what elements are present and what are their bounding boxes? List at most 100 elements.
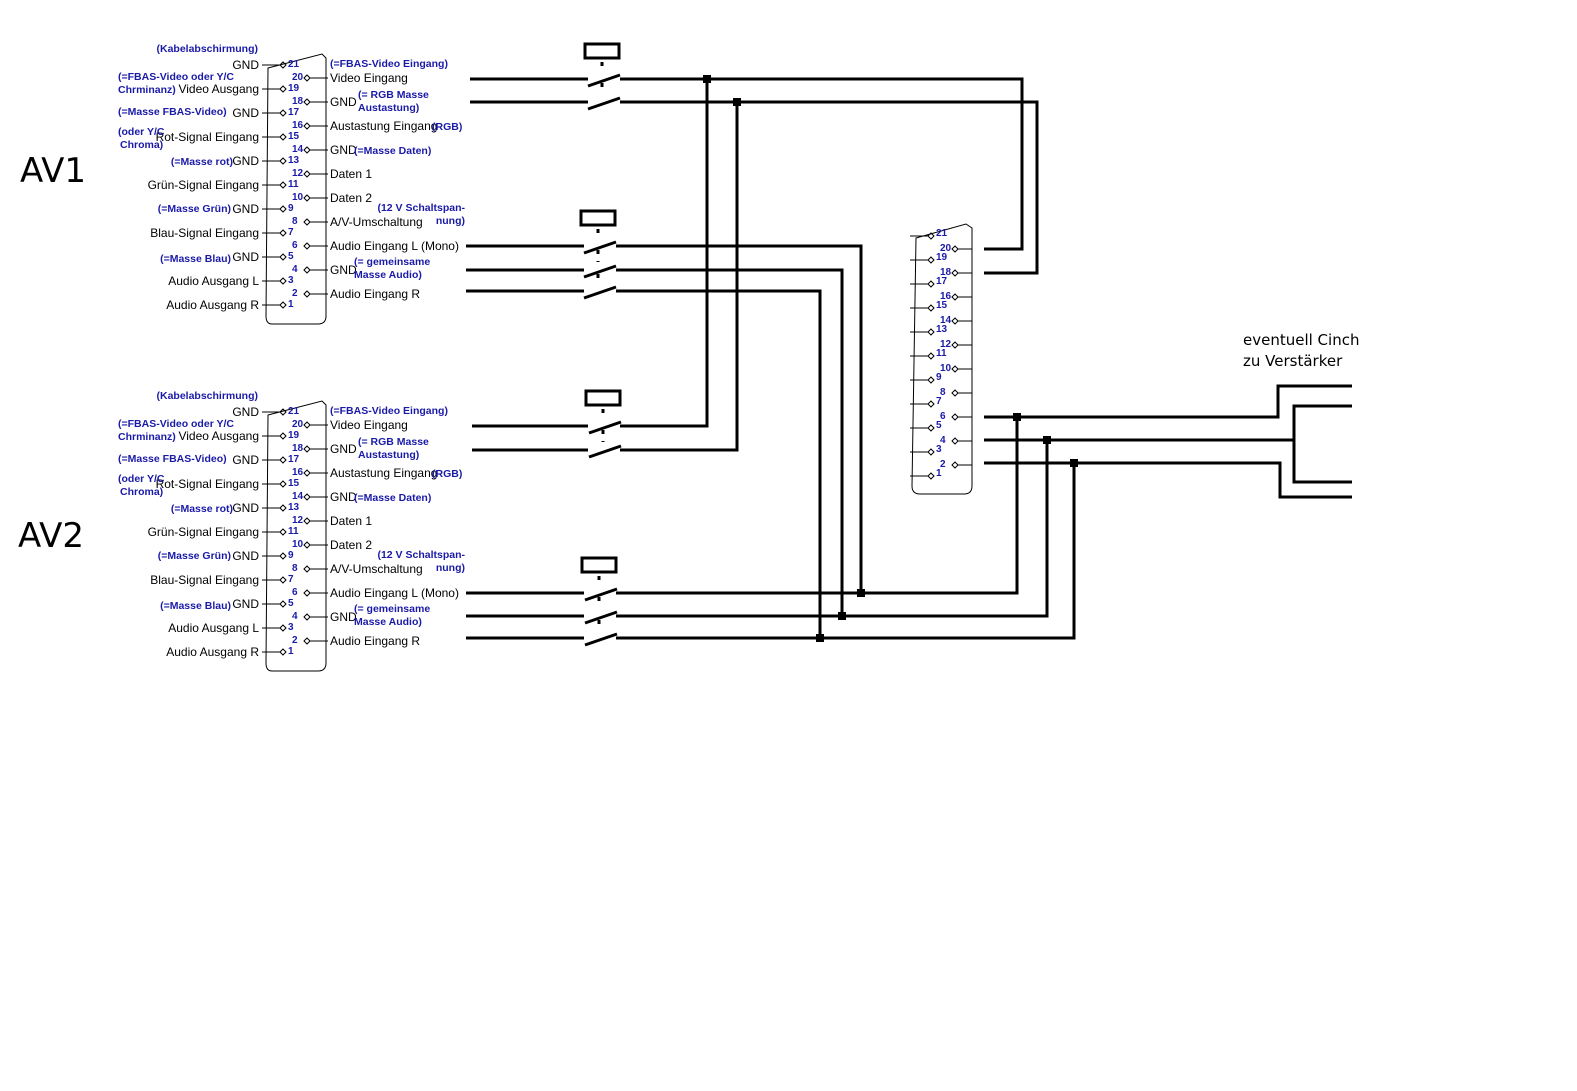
pin-number: 20 xyxy=(292,72,304,83)
pin-number: 10 xyxy=(292,192,304,203)
switch-contact-icon xyxy=(583,264,617,279)
pin-contact-icon xyxy=(279,181,287,189)
pin-note: (12 V Schaltspan- xyxy=(377,549,465,561)
pin-note: (RGB) xyxy=(432,121,462,133)
note-cinch-line2: zu Verstärker xyxy=(1243,352,1343,370)
pin-number: 13 xyxy=(936,324,948,335)
pin-number: 7 xyxy=(288,227,294,238)
pin-note: (=Masse FBAS-Video) xyxy=(118,453,227,465)
pin-number: 3 xyxy=(288,275,294,286)
pin-number: 8 xyxy=(292,563,298,574)
pin-label: GND xyxy=(232,58,259,72)
pin-number: 15 xyxy=(936,300,948,311)
pin-note: Austastung) xyxy=(358,449,419,461)
junction-dot xyxy=(1013,413,1021,421)
pin-note: (oder Y/C xyxy=(118,473,165,485)
pin-label: Blau-Signal Eingang xyxy=(150,226,259,240)
pin-note: nung) xyxy=(436,562,465,574)
pin-number: 16 xyxy=(292,467,304,478)
pin-contact-icon xyxy=(279,109,287,117)
pin-number: 14 xyxy=(940,315,952,326)
pin-number: 8 xyxy=(292,216,298,227)
pin-label: Austastung Eingang xyxy=(330,119,437,133)
pin-number: 11 xyxy=(936,348,947,359)
pin-note: (=FBAS-Video oder Y/C xyxy=(118,71,234,83)
pin-number: 15 xyxy=(288,478,300,489)
switch-contact-icon xyxy=(587,73,621,88)
relay-coil-icon xyxy=(580,556,618,574)
connector-body xyxy=(911,223,973,495)
pin-contact-icon xyxy=(927,328,935,336)
pin-contact-icon xyxy=(279,480,287,488)
pin-contact-icon xyxy=(927,352,935,360)
pin-number: 16 xyxy=(940,291,952,302)
junction-dot xyxy=(816,634,824,642)
pin-label: GND xyxy=(232,405,259,419)
pin-number: 18 xyxy=(940,267,952,278)
pin-label: Daten 1 xyxy=(330,167,372,181)
pin-number: 17 xyxy=(288,454,300,465)
pin-number: 5 xyxy=(288,251,294,262)
pin-number: 17 xyxy=(936,276,948,287)
pin-note: (Kabelabschirmung) xyxy=(156,43,258,55)
wire-audio-l-out xyxy=(984,384,1352,419)
pin-number: 4 xyxy=(292,264,298,275)
relay-av2-video xyxy=(584,389,622,459)
switch-contact-icon xyxy=(584,587,618,602)
pin-note: (12 V Schaltspan- xyxy=(377,202,465,214)
pin-label: GND xyxy=(232,154,259,168)
pin-note: (=Masse Blau) xyxy=(160,600,231,612)
pin-contact-icon xyxy=(279,576,287,584)
pin-label: Daten 1 xyxy=(330,514,372,528)
wire-audio-r-out xyxy=(984,461,1352,499)
pin-label: A/V-Umschaltung xyxy=(330,562,423,576)
pin-note: (= RGB Masse xyxy=(358,89,429,101)
pin-label: Grün-Signal Eingang xyxy=(148,525,259,539)
pin-contact-icon xyxy=(927,448,935,456)
pin-note: (=Masse Grün) xyxy=(158,550,231,562)
pin-contact-icon xyxy=(279,205,287,213)
pin-contact-icon xyxy=(927,400,935,408)
pin-number: 3 xyxy=(936,444,942,455)
pin-note: (=Masse rot) xyxy=(171,503,233,515)
pin-label: Audio Ausgang R xyxy=(166,298,259,312)
pin-number: 10 xyxy=(940,363,952,374)
pin-label: GND xyxy=(330,442,357,456)
pin-label: GND xyxy=(232,549,259,563)
pin-label: Audio Eingang L (Mono) xyxy=(330,586,459,600)
pin-number: 19 xyxy=(288,430,300,441)
pin-label: Audio Ausgang L xyxy=(168,621,259,635)
relay-av1-video xyxy=(583,42,621,111)
pin-note: (=Masse Daten) xyxy=(354,492,431,504)
pin-number: 17 xyxy=(288,107,300,118)
pin-number: 1 xyxy=(288,299,294,310)
pin-label: Video Eingang xyxy=(330,418,408,432)
pin-note: (=Masse rot) xyxy=(171,156,233,168)
wire xyxy=(620,102,739,452)
pin-label: GND xyxy=(232,501,259,515)
pin-note: (= gemeinsame xyxy=(354,256,430,268)
junction-dot xyxy=(838,612,846,620)
pin-number: 6 xyxy=(940,411,946,422)
wire xyxy=(616,244,863,593)
pin-number: 6 xyxy=(292,587,298,598)
pin-label: Video Eingang xyxy=(330,71,408,85)
pin-note: Austastung) xyxy=(358,102,419,114)
note-cinch-line1: eventuell Cinch xyxy=(1243,331,1359,349)
pin-note: (=Masse FBAS-Video) xyxy=(118,106,227,118)
pin-contact-icon xyxy=(279,277,287,285)
pin-contact-icon xyxy=(279,528,287,536)
pin-label: A/V-Umschaltung xyxy=(330,215,423,229)
pin-label: Video Ausgang xyxy=(178,82,259,96)
pin-note: (= RGB Masse xyxy=(358,436,429,448)
switch-contact-icon xyxy=(584,610,618,625)
pin-label: Grün-Signal Eingang xyxy=(148,178,259,192)
pin-number: 18 xyxy=(292,443,304,454)
pin-number: 21 xyxy=(288,59,300,70)
pin-label: Daten 2 xyxy=(330,538,372,552)
pin-number: 12 xyxy=(292,515,304,526)
